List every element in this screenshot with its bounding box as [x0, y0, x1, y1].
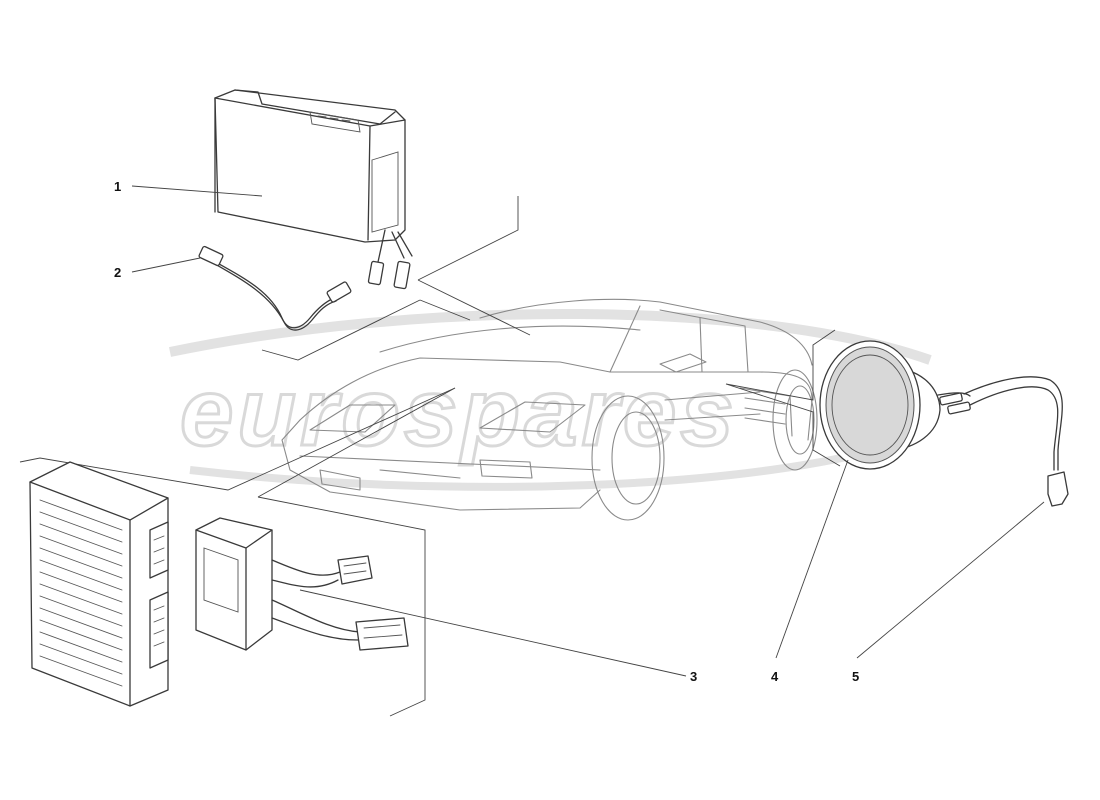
- callout-3: 3: [690, 669, 697, 684]
- car-outline: [281, 298, 818, 521]
- control-unit-part: [195, 517, 409, 651]
- callout-labels: 1 2 3 4 5: [114, 179, 859, 684]
- callout-4: 4: [771, 669, 779, 684]
- callout-5: 5: [852, 669, 859, 684]
- connector-cable-part: [198, 245, 352, 331]
- watermark: eurospares: [168, 308, 932, 491]
- watermark-text: eurospares: [180, 359, 738, 466]
- callout-2: 2: [114, 265, 121, 280]
- section-pointers: [19, 196, 841, 717]
- callout-1: 1: [114, 179, 121, 194]
- speaker-connector-part: [939, 376, 1069, 507]
- callout-leaders: [131, 185, 1045, 677]
- control-box-part: [214, 89, 413, 290]
- ecu-module-part: [29, 461, 169, 707]
- speaker-part: [819, 340, 971, 470]
